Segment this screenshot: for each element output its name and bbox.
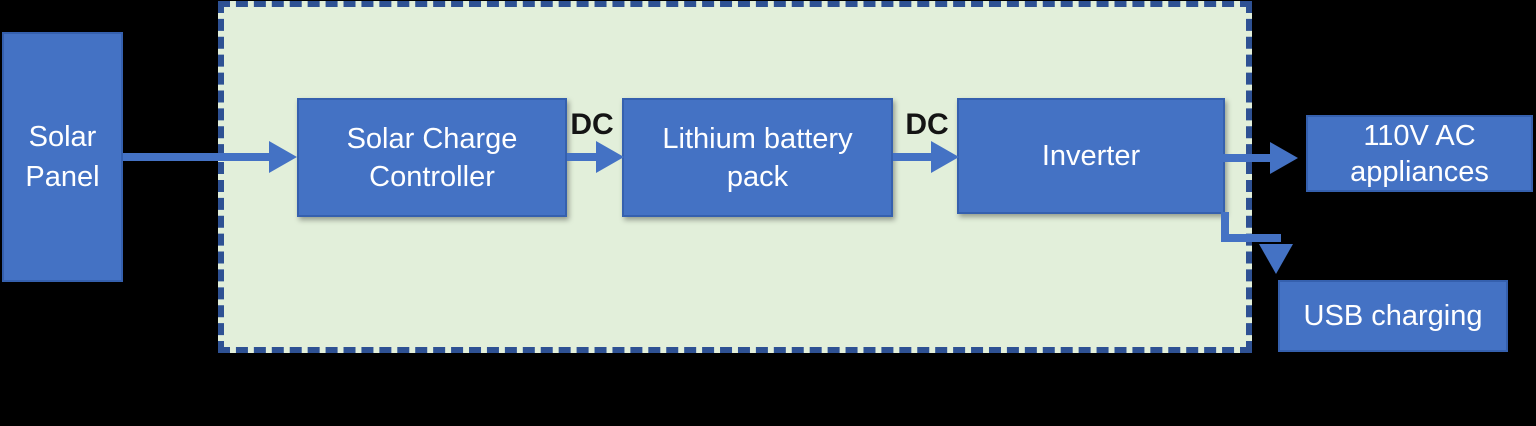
arrow-battery-to-inverter-head-icon bbox=[931, 141, 959, 173]
arrow-inverter-to-usb-vertical-shaft bbox=[1221, 212, 1229, 242]
node-110v-ac-appliances: 110V AC appliances bbox=[1306, 115, 1533, 192]
node-110v-ac-appliances-label-line1: 110V AC bbox=[1363, 119, 1476, 152]
arrow-solar-panel-to-controller-shaft bbox=[123, 153, 273, 161]
arrow-controller-to-battery-shaft bbox=[567, 153, 599, 161]
arrow-inverter-to-ac-appliances-head-icon bbox=[1270, 142, 1298, 174]
arrow-inverter-to-ac-appliances-shaft bbox=[1223, 154, 1275, 162]
node-110v-ac-appliances-label-line2: appliances bbox=[1350, 155, 1489, 188]
node-solar-panel-label-line2: Panel bbox=[25, 161, 100, 193]
node-usb-charging: USB charging bbox=[1278, 280, 1508, 352]
node-solar-panel: Solar Panel bbox=[2, 32, 123, 282]
arrow-solar-panel-to-controller-head-icon bbox=[269, 141, 297, 173]
node-inverter: Inverter bbox=[957, 98, 1225, 214]
edge-label-dc-controller-to-battery: DC bbox=[570, 108, 614, 141]
arrow-battery-to-inverter-shaft bbox=[893, 153, 934, 161]
node-lithium-battery-pack-label-line2: pack bbox=[726, 160, 789, 193]
node-lithium-battery-pack-label-line1: Lithium battery bbox=[662, 122, 853, 155]
node-solar-charge-controller-label-line2: Controller bbox=[369, 160, 495, 193]
node-lithium-battery-pack: Lithium battery pack bbox=[622, 98, 893, 217]
arrow-controller-to-battery-head-icon bbox=[596, 141, 624, 173]
arrow-inverter-to-usb-horizontal-shaft bbox=[1221, 234, 1281, 242]
node-solar-charge-controller: Solar Charge Controller bbox=[297, 98, 567, 217]
arrow-inverter-to-usb-head-icon bbox=[1259, 244, 1293, 274]
edge-label-dc-battery-to-inverter: DC bbox=[905, 108, 949, 141]
node-solar-panel-label-line1: Solar bbox=[28, 121, 97, 153]
node-inverter-label: Inverter bbox=[1041, 140, 1141, 172]
node-solar-charge-controller-label-line1: Solar Charge bbox=[346, 122, 518, 155]
node-usb-charging-label: USB charging bbox=[1303, 300, 1483, 332]
